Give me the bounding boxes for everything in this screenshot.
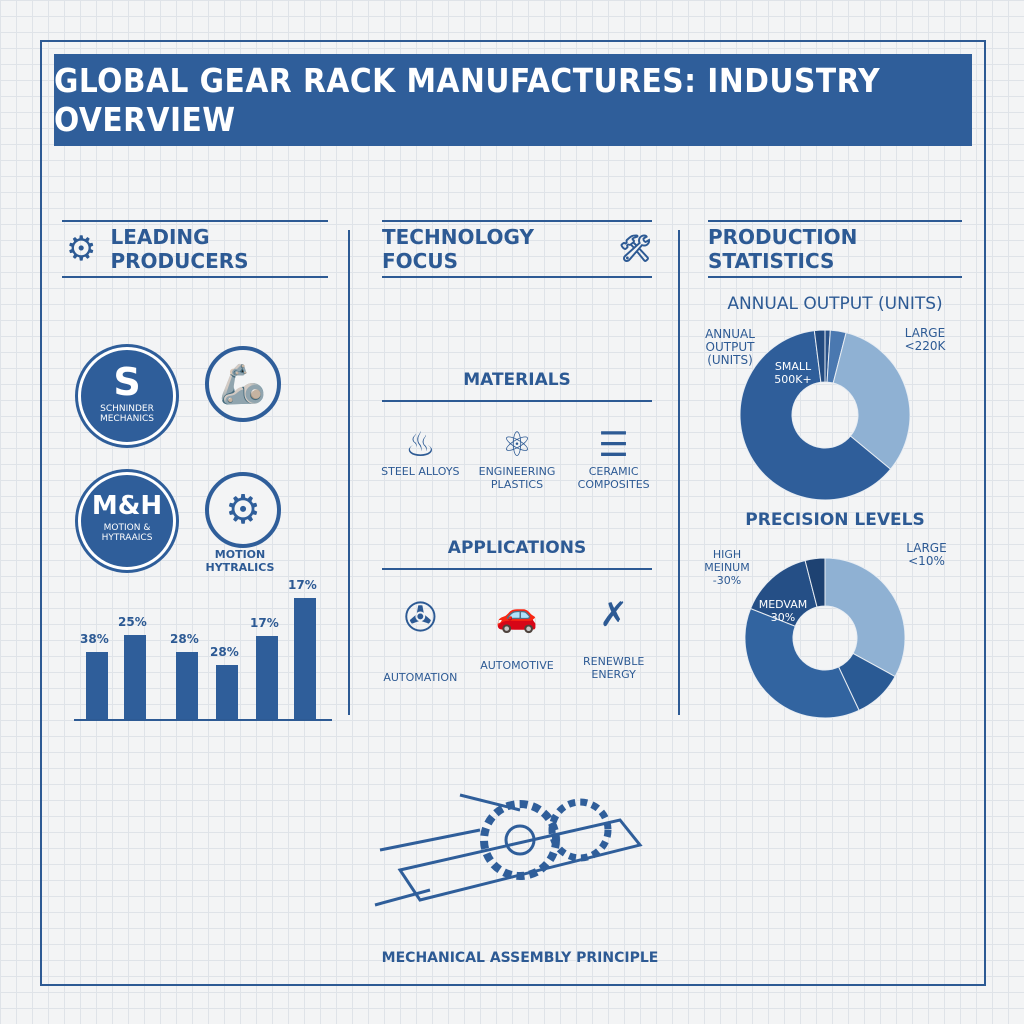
company-name: SCHNINDER MECHANICS: [99, 404, 155, 424]
company-logo-mh: M&H MOTION & HYTRAAICS: [78, 472, 176, 570]
layers-icon: ☰: [598, 425, 629, 465]
application-automotive: 🚗 AUTOMOTIVE: [472, 595, 562, 684]
slice-label-large: LARGE <220K: [904, 326, 946, 353]
gear-rack-illustration: [374, 793, 643, 907]
winged-gear-icon: ⚙: [205, 472, 281, 548]
application-label: RENEWBLE ENERGY: [583, 655, 645, 681]
divider: [348, 230, 350, 715]
tools-icon: 🛠: [618, 234, 652, 264]
donut-slice: [832, 332, 910, 470]
gear-icon: ⚙: [66, 229, 97, 269]
robot-arm-icon: ✗: [599, 595, 628, 635]
wind-turbine-icon: ✇: [403, 595, 438, 641]
leading-producers-header: ⚙ LEADING PRODUCERS: [62, 220, 328, 278]
bar-label: 38%: [80, 632, 109, 646]
production-statistics-header: PRODUCTION STATISTICS: [708, 220, 962, 278]
robot-arm-icon: 🦾: [205, 346, 281, 422]
divider: [382, 400, 652, 402]
bar-label: 25%: [118, 615, 147, 629]
annual-output-side-label: ANNUAL OUTPUT (UNITS): [705, 327, 755, 367]
donut-slice: [824, 558, 905, 678]
bar-label: 17%: [288, 578, 317, 592]
section-title: PRODUCTION STATISTICS: [708, 225, 858, 273]
company-name: MOTION & HYTRAAICS: [101, 523, 153, 543]
material-ceramic-composites: ☰CERAMIC COMPOSITES: [569, 425, 659, 491]
section-title: TECHNOLOGY FOCUS: [382, 225, 534, 273]
technology-focus-header: TECHNOLOGY FOCUS 🛠: [382, 220, 652, 278]
precision-levels-title: PRECISION LEVELS: [745, 510, 925, 530]
materials-title: MATERIALS: [463, 370, 571, 390]
donut-slice: [813, 330, 826, 383]
company-logo-schninder: S SCHNINDER MECHANICS: [78, 347, 176, 445]
slice-label-high: HIGH MEINUM -30%: [704, 548, 750, 587]
material-engineering-plastics: ⚛ENGINEERING PLASTICS: [472, 425, 562, 491]
molecule-icon: ⚛: [501, 425, 533, 465]
bar-label: 17%: [250, 616, 279, 630]
material-steel-alloys: ♨STEEL ALLOYS: [375, 425, 465, 491]
divider: [678, 230, 680, 715]
car-icon: 🚗: [495, 595, 539, 635]
slice-label-medium: MEDVAM 30%: [758, 598, 808, 624]
annual-output-title: ANNUAL OUTPUT (UNITS): [727, 294, 943, 314]
application-renewable-energy: ✗ RENEWBLE ENERGY: [569, 595, 659, 684]
section-title: LEADING PRODUCERS: [110, 225, 249, 273]
donut-slice: [745, 607, 860, 718]
illustration-caption: MECHANICAL ASSEMBLY PRINCIPLE: [381, 950, 659, 966]
logo-mark: M&H: [91, 491, 163, 521]
material-label: STEEL ALLOYS: [381, 465, 460, 478]
donut-slice: [740, 330, 892, 500]
material-label: CERAMIC COMPOSITES: [577, 465, 650, 491]
material-label: ENGINEERING PLASTICS: [478, 465, 556, 491]
applications-list: ✇ AUTOMATION 🚗 AUTOMOTIVE ✗ RENEWBLE ENERGY: [372, 595, 662, 684]
slice-label-large: LARGE <10%: [906, 541, 947, 568]
bar: [176, 652, 198, 720]
precision-levels-donut: [745, 558, 905, 718]
divider: [382, 568, 652, 570]
bar-label: 28%: [170, 632, 199, 646]
bar: [216, 665, 238, 720]
bar: [294, 598, 316, 720]
bubble-label: MOTION HYTRALICS: [205, 548, 275, 574]
applications-title: APPLICATIONS: [447, 538, 587, 558]
donut-slice: [804, 558, 826, 608]
application-automation: ✇ AUTOMATION: [375, 595, 465, 684]
logo-mark: S: [113, 360, 141, 404]
application-label: AUTOMOTIVE: [480, 659, 554, 672]
bar: [124, 635, 146, 720]
application-label: AUTOMATION: [383, 671, 458, 684]
slice-label-small: SMALL 500K+: [774, 360, 812, 386]
bar: [256, 636, 278, 720]
bar-label: 28%: [210, 645, 239, 659]
crucible-icon: ♨: [405, 425, 436, 465]
bar-baseline: [74, 719, 332, 721]
bar: [86, 652, 108, 720]
frame: [40, 40, 986, 986]
page-title: GLOBAL GEAR RACK MANUFACTURES: INDUSTRY …: [54, 54, 972, 146]
materials-list: ♨STEEL ALLOYS ⚛ENGINEERING PLASTICS ☰CER…: [372, 425, 662, 491]
annual-output-donut: [740, 330, 910, 500]
bar-chart: 38% 25% 28% 28% 17% 17%: [74, 578, 332, 720]
